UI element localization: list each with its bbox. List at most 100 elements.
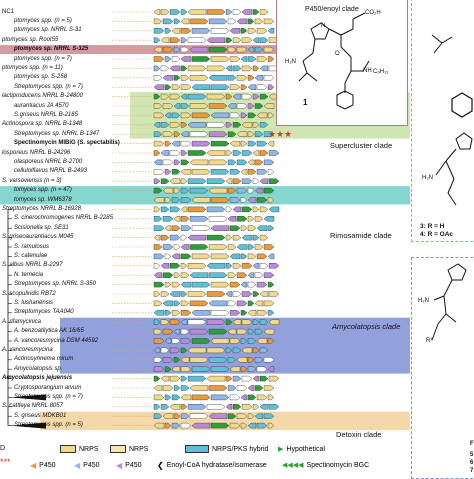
gene-arrow [227, 328, 237, 335]
gene-arrow [247, 357, 255, 363]
gene-arrow [210, 197, 230, 203]
gene-arrow [169, 234, 181, 241]
gene-arrow [227, 187, 237, 194]
gene-arrow [247, 253, 257, 260]
gene-arrow [227, 357, 237, 363]
taxon-label: S. scopuliridis RB72 [2, 290, 56, 297]
gene-arrow [171, 197, 181, 203]
gene-arrow [189, 328, 209, 335]
gene-arrow [189, 244, 209, 250]
gene-arrow [208, 131, 228, 137]
nh-group: NH [363, 68, 372, 74]
taxon-label: cellulolflavus NRRL B-2493 [14, 168, 87, 175]
gene-arrow [256, 253, 268, 260]
gene-arrow [180, 84, 192, 90]
gene-arrow [162, 46, 174, 53]
gene-arrow [247, 272, 255, 278]
gene-arrow [189, 46, 209, 53]
gene-arrow [259, 178, 269, 184]
gene-arrow [267, 56, 275, 62]
band-rimosamide [0, 186, 410, 205]
gene-arrow [169, 319, 181, 325]
taxon-label: S. griseoaurantiacus M045 [2, 234, 74, 241]
gene-arrow [160, 375, 170, 382]
gene-arrow [210, 140, 230, 147]
gene-arrow [236, 159, 248, 166]
taxon-label: lactiproducens NRRL B-24800 [2, 93, 83, 100]
gene-arrow [268, 291, 280, 297]
gene-arrow [252, 319, 260, 325]
taxon-label: Streptomyces NRRL B-16928 [2, 205, 81, 212]
taxon-label: S. cattleya NRRL 8057 [2, 403, 63, 410]
gene-arrow [206, 65, 226, 72]
gene-arrow [153, 281, 165, 288]
gene-arrow [180, 187, 190, 194]
gene-arrow [153, 206, 161, 213]
legend-p450-a: ◀P450 [30, 461, 56, 470]
gene-arrow [180, 310, 192, 316]
gene-arrow [206, 178, 226, 184]
gene-arrow [259, 291, 269, 297]
taxon-label: A. rifamycinica [2, 318, 42, 325]
gene-arrow [189, 159, 209, 166]
gene-arrow [268, 404, 280, 410]
gene-arrow [232, 291, 242, 297]
gene-arrow [263, 75, 275, 81]
gene-arrow [208, 413, 228, 419]
gene-arrow [241, 319, 253, 325]
gene-arrow [191, 310, 211, 316]
gene-arrow [162, 300, 174, 307]
gene-arrow [153, 338, 165, 344]
gene-arrow [267, 28, 275, 34]
gene-arrow [160, 234, 170, 241]
taxon-label: Spectinomycin MIBiG (S. spectabilis) [14, 140, 120, 147]
gene-arrow [210, 422, 230, 429]
gene-arrow [160, 206, 170, 213]
gene-arrow [169, 150, 181, 156]
gene-arrow [227, 413, 237, 419]
gene-arrow [160, 150, 170, 156]
cut-label-f: F [470, 441, 474, 447]
gene-arrow [191, 253, 211, 260]
gene-arrow [225, 206, 233, 213]
gene-arrow [227, 75, 237, 81]
gene-arrow [236, 46, 248, 53]
taxon-label: Cryptosporangium arvum [14, 384, 82, 391]
gene-arrow [206, 347, 226, 354]
gene-arrow [169, 206, 181, 213]
gene-arrow [210, 56, 230, 62]
gene-arrow [241, 9, 253, 15]
gene-arrow [189, 103, 209, 109]
gene-arrow [241, 150, 253, 156]
gene-arrow [187, 150, 207, 156]
gene-arrow [169, 291, 181, 297]
gene-arrow [254, 300, 264, 307]
taxon-label: ptomyces spp. (n = 5) [14, 17, 72, 24]
gene-arrow [254, 216, 264, 222]
gene-arrow [153, 169, 165, 175]
gene-arrow [259, 65, 269, 72]
gene-arrow [162, 272, 174, 278]
clade-label-detoxin: Detoxin clade [336, 430, 382, 439]
gene-arrow [171, 338, 181, 344]
band-amycolatopsis [60, 317, 410, 374]
gene-arrow [247, 281, 257, 288]
gene-arrow [232, 347, 242, 354]
gene-arrow [240, 169, 248, 175]
band-detoxin [40, 411, 410, 430]
gene-arrow [180, 46, 190, 53]
legend-p450-b: ◀P450 [74, 461, 100, 470]
gene-arrow [189, 187, 209, 194]
taxon-label: S.griseus NRRL B-2165 [14, 111, 78, 118]
gene-arrow [187, 404, 207, 410]
gene-arrow [160, 65, 170, 72]
gene-arrow [227, 131, 237, 137]
gene-arrow [247, 413, 255, 419]
gene-arrow [180, 169, 192, 175]
gene-arrow [247, 385, 255, 391]
gene-arrow [164, 310, 172, 316]
gene-arrow [208, 103, 228, 109]
gene-arrow [225, 93, 233, 100]
p450-purple-icon: ◀ [116, 461, 123, 470]
gene-arrow [236, 216, 248, 222]
